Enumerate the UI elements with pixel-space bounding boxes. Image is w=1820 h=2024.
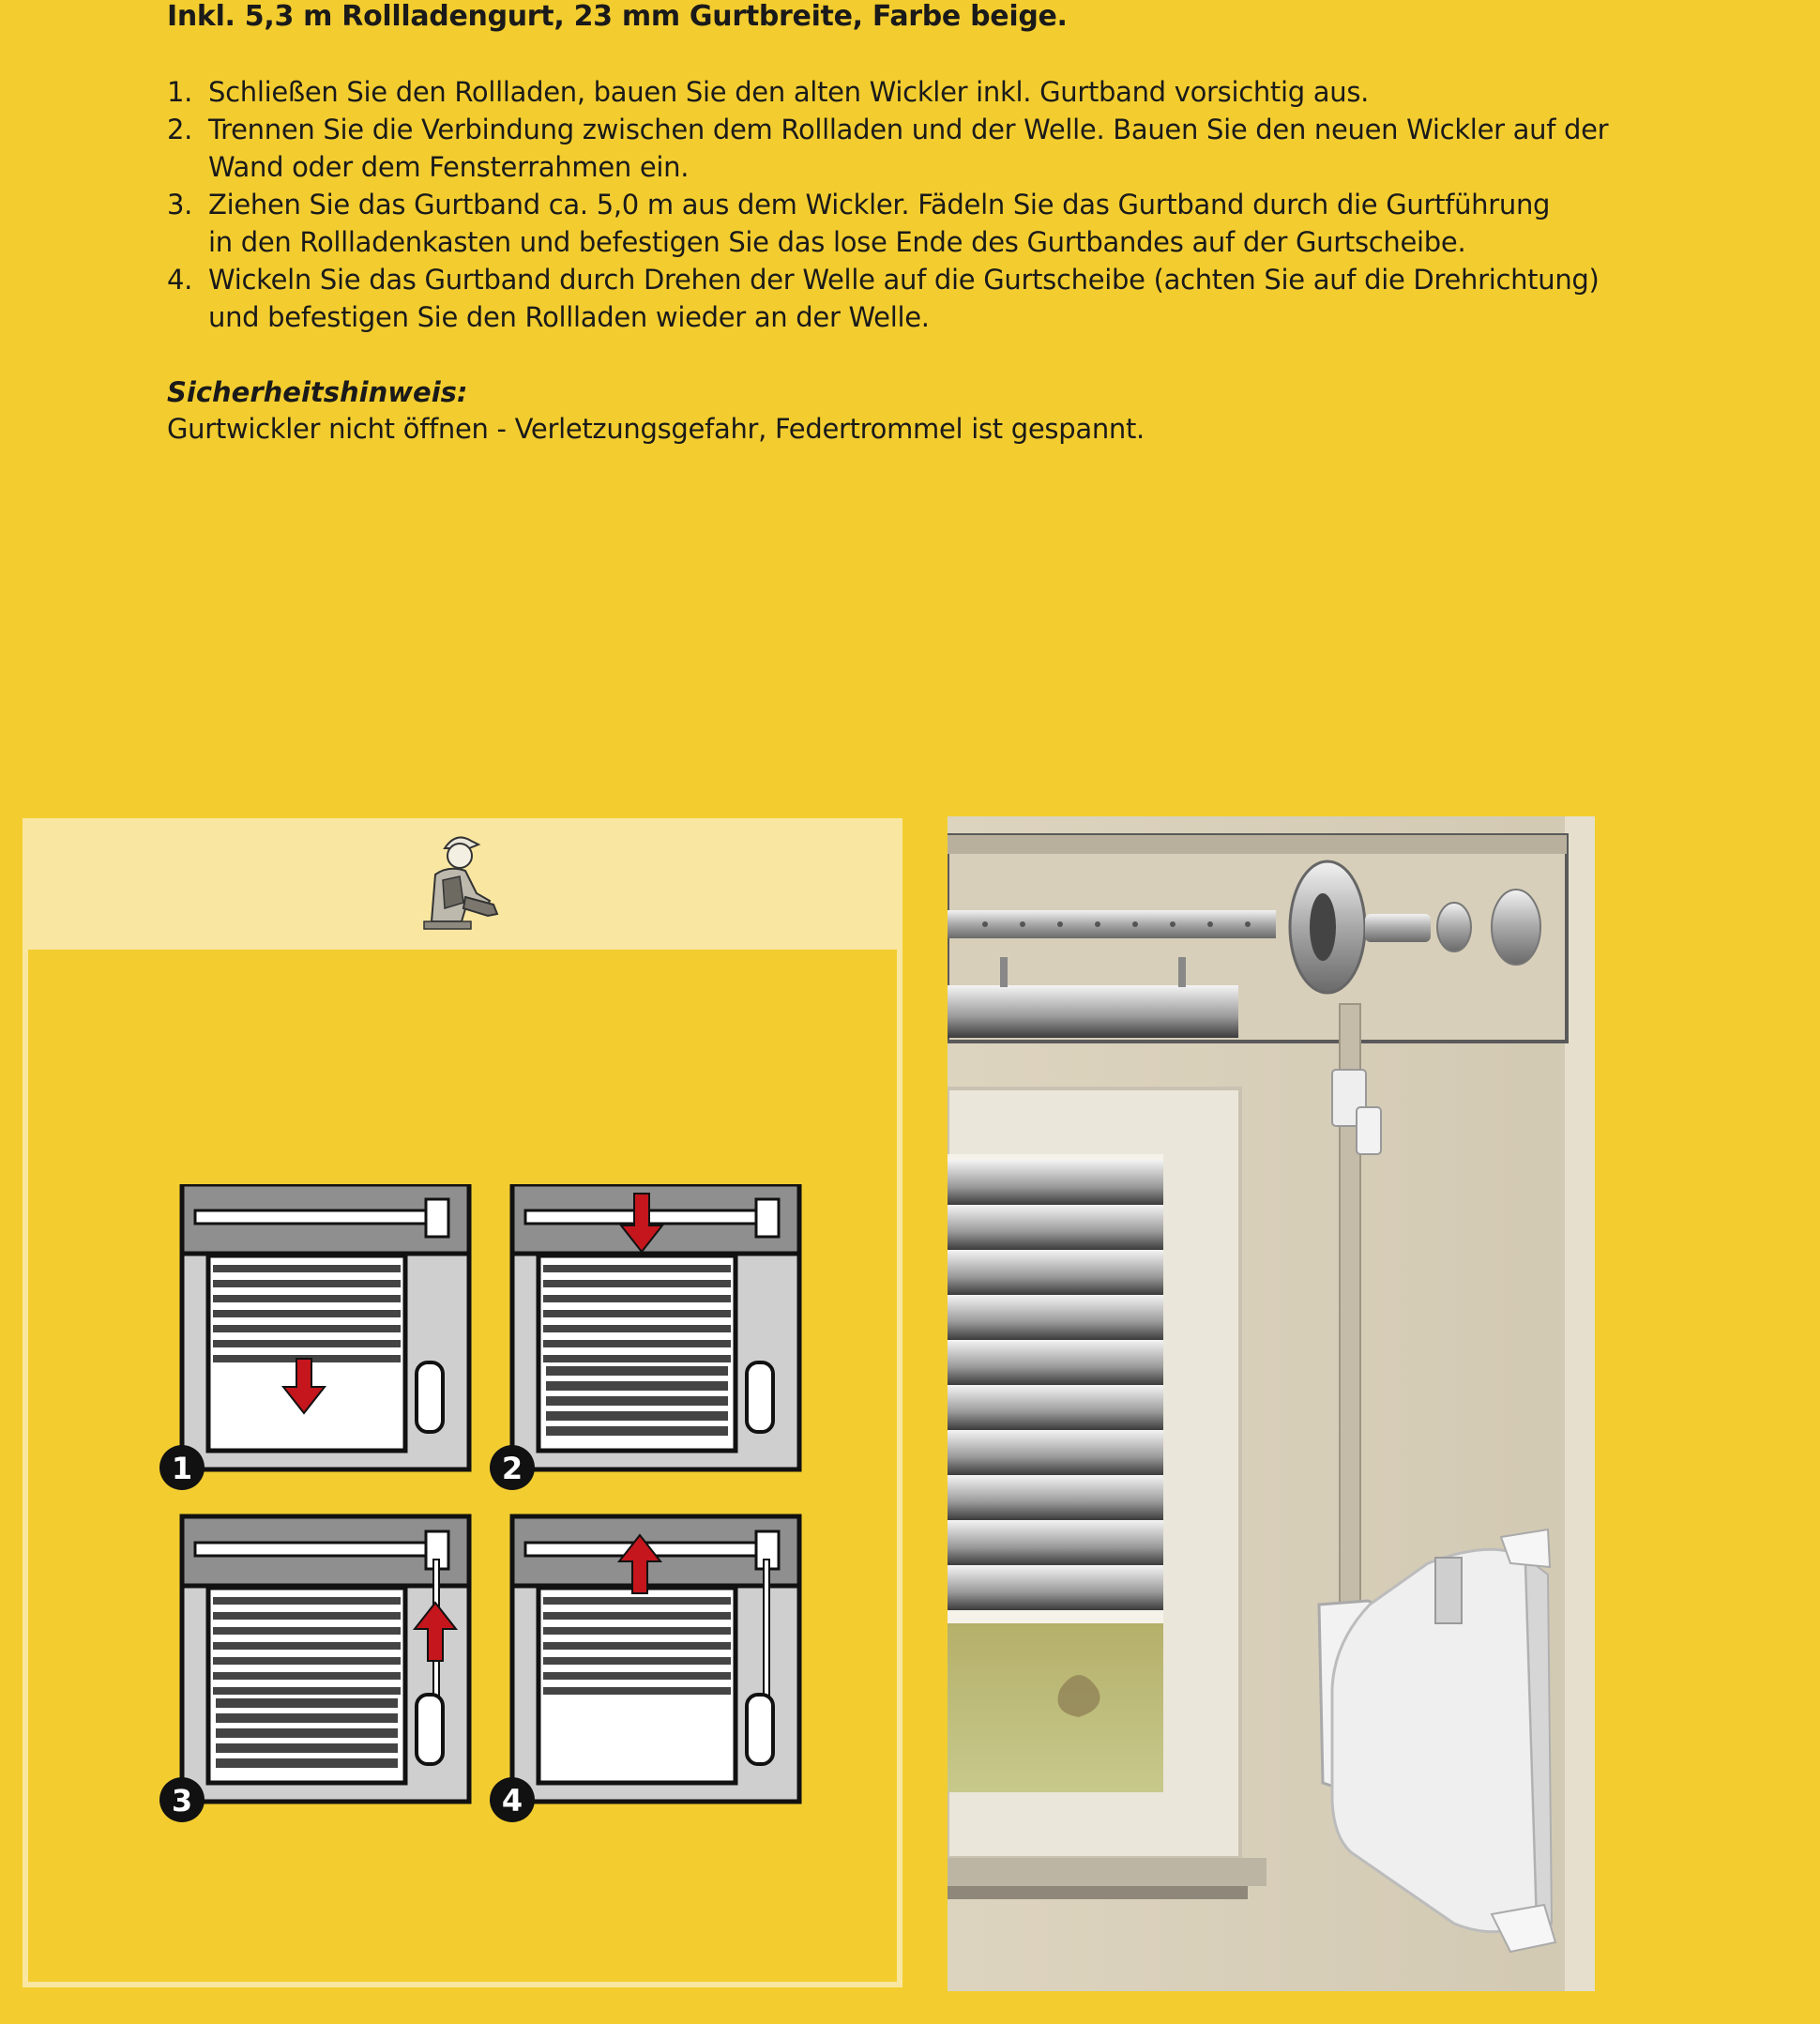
panel-frame xyxy=(23,950,902,1987)
step-item: 2. Trennen Sie die Verbindung zwischen d… xyxy=(167,111,1630,186)
step-item: 1. Schließen Sie den Rollladen, bauen Si… xyxy=(167,73,1630,111)
diagram-step-2: 2 xyxy=(490,1184,802,1490)
step-badge: 4 xyxy=(502,1783,523,1819)
step-item: 4. Wickeln Sie das Gurtband durch Drehen… xyxy=(167,261,1630,336)
step-text-line: Wand oder dem Fensterrahmen ein. xyxy=(208,151,690,183)
installation-diagram: 1 2 xyxy=(159,1184,802,1822)
step-text-line: in den Rollladenkasten und befestigen Si… xyxy=(208,226,1466,258)
step-badge: 3 xyxy=(172,1783,192,1819)
step-text-line: Trennen Sie die Verbindung zwischen dem … xyxy=(208,114,1609,145)
panel-header xyxy=(23,818,902,950)
step-number: 4. xyxy=(167,264,193,296)
step-number: 2. xyxy=(167,114,193,145)
safety-title: Sicherheitshinweis: xyxy=(167,376,468,408)
step-number: 1. xyxy=(167,76,193,108)
safety-text: Gurtwickler nicht öffnen - Verletzungsge… xyxy=(167,413,1145,445)
step-badge: 2 xyxy=(502,1451,523,1486)
diagram-step-4: 4 xyxy=(490,1514,802,1822)
worker-icon xyxy=(423,836,499,930)
step-item: 3. Ziehen Sie das Gurtband ca. 5,0 m aus… xyxy=(167,186,1630,261)
diagram-step-3: 3 xyxy=(159,1514,472,1822)
step-text-line: und befestigen Sie den Rollladen wieder … xyxy=(208,301,930,333)
step-number: 3. xyxy=(167,189,193,221)
winder-closeup xyxy=(1330,1528,1557,1954)
step-text-line: Ziehen Sie das Gurtband ca. 5,0 m aus de… xyxy=(208,189,1551,221)
diagram-step-1: 1 xyxy=(159,1184,472,1490)
product-photo xyxy=(948,816,1595,1991)
shutter-slats xyxy=(948,1160,1163,1610)
step-text-line: Wickeln Sie das Gurtband durch Drehen de… xyxy=(208,264,1600,296)
headline: Inkl. 5,3 m Rollladengurt, 23 mm Gurtbre… xyxy=(167,0,1068,33)
step-text-line: Schließen Sie den Rollladen, bauen Sie d… xyxy=(208,76,1370,108)
instruction-steps: 1. Schließen Sie den Rollladen, bauen Si… xyxy=(167,73,1630,336)
installation-panel: 1 2 xyxy=(23,818,902,1989)
step-badge: 1 xyxy=(172,1451,192,1486)
